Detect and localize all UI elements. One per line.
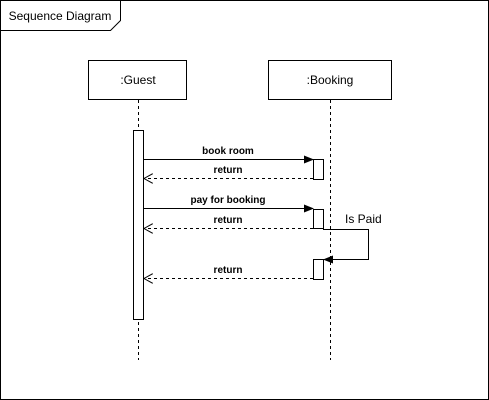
is-paid-arrow — [323, 229, 369, 264]
lifeline-booking: :Booking — [268, 60, 392, 360]
return-3-label: return — [214, 265, 243, 276]
message-return-2[interactable]: return — [144, 215, 313, 229]
frame-title: Sequence Diagram — [9, 9, 112, 23]
booking-activation-1[interactable] — [313, 159, 324, 180]
message-pay-for-booking[interactable]: pay for booking — [144, 195, 314, 213]
book-room-label: book room — [202, 146, 254, 157]
is-paid-label: Is Paid — [345, 212, 382, 226]
frame-title-tab — [0, 0, 121, 31]
message-book-room[interactable]: book room — [144, 146, 314, 164]
guest-box[interactable] — [88, 60, 187, 100]
message-return-3[interactable]: return — [144, 265, 313, 279]
guest-activation[interactable] — [133, 130, 144, 320]
message-return-1[interactable]: return — [144, 165, 313, 179]
return-1-label: return — [214, 165, 243, 176]
booking-label: :Booking — [307, 73, 354, 87]
guest-label: :Guest — [120, 73, 156, 87]
booking-box[interactable] — [268, 60, 392, 100]
message-is-paid[interactable]: Is Paid — [323, 212, 382, 264]
booking-activation-2[interactable] — [313, 209, 324, 229]
return-2-label: return — [214, 215, 243, 226]
booking-activation-3[interactable] — [313, 259, 324, 280]
pay-for-booking-label: pay for booking — [191, 195, 266, 206]
